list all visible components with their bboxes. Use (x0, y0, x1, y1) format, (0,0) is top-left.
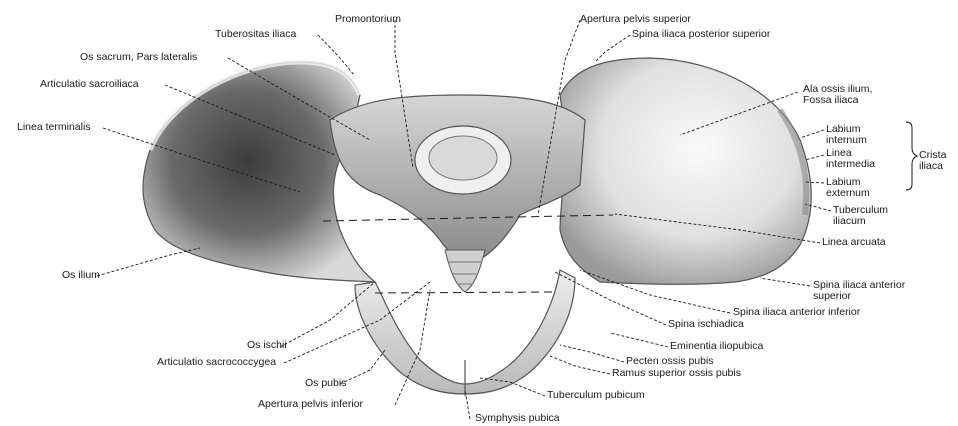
label-labium-internum: Labium internum (826, 124, 867, 146)
label-ramus-superior-ossis-pubis: Ramus superior ossis pubis (612, 368, 741, 379)
label-eminentia-iliopubica: Eminentia iliopubica (670, 341, 763, 352)
label-spina-iliaca-posterior-superior: Spina iliaca posterior superior (632, 29, 770, 40)
label-tuberculum-pubicum: Tuberculum pubicum (547, 390, 645, 401)
label-spina-iliaca-anterior-inferior: Spina iliaca anterior inferior (733, 307, 860, 318)
label-apertura-pelvis-inferior: Apertura pelvis inferior (258, 399, 363, 410)
label-os-sacrum-pars-lateralis: Os sacrum, Pars lateralis (80, 52, 197, 63)
label-os-ilium: Os ilium (62, 270, 100, 281)
label-os-ischii: Os ischii (247, 340, 287, 351)
leader-line (805, 155, 824, 160)
leader-line (800, 130, 824, 138)
label-promontorium: Promontorium (335, 14, 401, 25)
label-articulatio-sacroiliaca: Articulatio sacroiliaca (40, 79, 139, 90)
leader-line (340, 350, 385, 384)
label-linea-terminalis: Linea terminalis (17, 122, 91, 133)
label-os-pubis: Os pubis (305, 378, 346, 389)
label-pecten-ossis-pubis: Pecten ossis pubis (626, 356, 714, 367)
label-ala-ossis-ilium: Ala ossis ilium, Fossa iliaca (803, 84, 872, 106)
crista-brace (906, 122, 917, 190)
label-apertura-pelvis-superior: Apertura pelvis superior (580, 14, 691, 25)
label-spina-ischiadica: Spina ischiadica (668, 319, 744, 330)
label-tuberculum-iliacum: Tuberculum iliacum (833, 205, 888, 227)
leader-line (610, 333, 668, 347)
leader-line (550, 356, 610, 374)
label-linea-intermedia: Linea intermedia (826, 148, 875, 170)
leader-line (595, 35, 630, 62)
label-crista-iliaca: Crista iliaca (919, 150, 946, 172)
label-symphysis-pubica: Symphysis pubica (475, 413, 560, 424)
label-spina-iliaca-anterior-superior: Spina iliaca anterior superior (813, 280, 905, 302)
leader-line (760, 278, 810, 286)
leader-line (560, 345, 624, 362)
left-ilium (143, 62, 375, 282)
label-linea-arcuata: Linea arcuata (822, 237, 886, 248)
label-tuberositas-iliaca: Tuberositas iliaca (215, 29, 296, 40)
right-ilium (560, 58, 811, 284)
leader-line (97, 248, 200, 276)
label-articulatio-sacrococcygea: Articulatio sacrococcygea (157, 357, 276, 368)
label-labium-externum: Labium externum (826, 177, 870, 199)
